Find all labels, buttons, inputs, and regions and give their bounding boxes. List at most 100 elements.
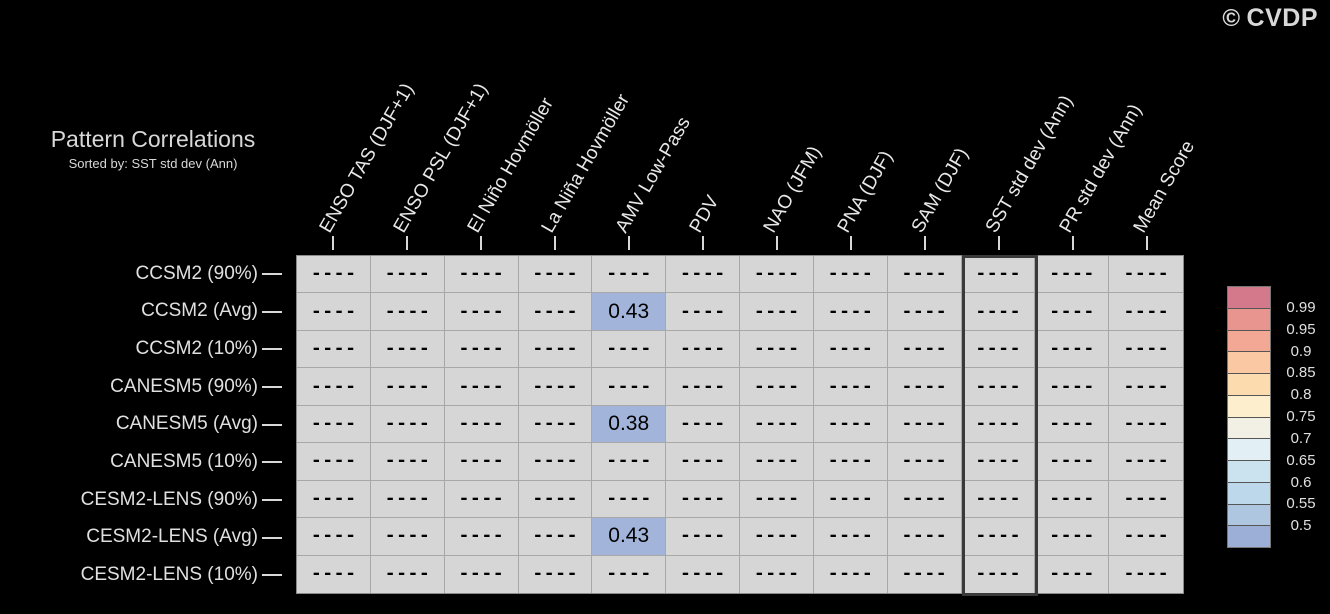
table-cell[interactable]: ---- <box>887 330 962 369</box>
table-cell[interactable]: ---- <box>444 330 519 369</box>
table-cell[interactable]: ---- <box>740 256 814 294</box>
table-cell[interactable]: ---- <box>961 330 1036 369</box>
table-cell[interactable]: ---- <box>518 330 593 369</box>
table-cell[interactable]: ---- <box>740 555 814 593</box>
table-cell[interactable]: ---- <box>1109 256 1183 294</box>
table-cell[interactable]: ---- <box>1109 518 1183 556</box>
table-cell[interactable]: ---- <box>297 555 371 593</box>
table-cell[interactable]: ---- <box>1035 405 1110 444</box>
table-cell[interactable]: ---- <box>887 518 962 556</box>
column-header-6[interactable]: NAO (JFM) <box>759 142 826 237</box>
table-cell[interactable]: ---- <box>297 330 371 369</box>
table-cell[interactable]: ---- <box>887 256 962 294</box>
column-header-10[interactable]: PR std dev (Ann) <box>1055 100 1147 237</box>
table-cell[interactable]: ---- <box>1109 368 1183 406</box>
table-cell[interactable]: ---- <box>370 480 445 519</box>
table-cell[interactable]: ---- <box>370 330 445 369</box>
table-cell[interactable]: ---- <box>961 480 1036 519</box>
table-cell[interactable]: ---- <box>518 293 593 331</box>
table-cell[interactable]: ---- <box>592 256 667 294</box>
row-label-4[interactable]: CANESM5 (Avg) <box>115 413 258 435</box>
table-cell[interactable]: ---- <box>813 330 888 369</box>
table-cell[interactable]: ---- <box>592 480 667 519</box>
table-cell[interactable]: ---- <box>666 368 740 406</box>
table-cell[interactable]: ---- <box>1109 443 1183 481</box>
row-label-7[interactable]: CESM2-LENS (Avg) <box>86 526 258 548</box>
table-cell[interactable]: ---- <box>370 256 445 294</box>
row-label-5[interactable]: CANESM5 (10%) <box>110 451 258 473</box>
table-cell[interactable]: ---- <box>370 368 445 406</box>
table-cell[interactable]: ---- <box>813 518 888 556</box>
table-cell[interactable]: ---- <box>518 368 593 406</box>
table-cell[interactable]: ---- <box>370 555 445 593</box>
table-cell[interactable]: ---- <box>592 330 667 369</box>
table-cell[interactable]: ---- <box>1109 405 1183 444</box>
table-cell[interactable]: ---- <box>370 443 445 481</box>
table-cell[interactable]: ---- <box>444 518 519 556</box>
table-cell[interactable]: ---- <box>1109 480 1183 519</box>
table-cell[interactable]: ---- <box>961 256 1036 294</box>
table-cell[interactable]: ---- <box>1035 480 1110 519</box>
table-cell[interactable]: ---- <box>666 330 740 369</box>
table-cell[interactable]: ---- <box>444 256 519 294</box>
table-cell[interactable]: ---- <box>444 293 519 331</box>
table-cell[interactable]: ---- <box>444 405 519 444</box>
column-header-4[interactable]: AMV Low-Pass <box>611 113 695 237</box>
table-cell[interactable]: ---- <box>1035 443 1110 481</box>
row-label-1[interactable]: CCSM2 (Avg) <box>141 300 258 322</box>
table-cell[interactable]: ---- <box>297 443 371 481</box>
table-cell[interactable]: ---- <box>1035 555 1110 593</box>
table-cell[interactable]: ---- <box>740 405 814 444</box>
table-cell[interactable]: ---- <box>1035 518 1110 556</box>
table-cell[interactable]: ---- <box>887 480 962 519</box>
table-cell[interactable]: ---- <box>444 443 519 481</box>
table-cell[interactable]: ---- <box>740 480 814 519</box>
table-cell[interactable]: ---- <box>592 555 667 593</box>
table-cell[interactable]: 0.43 <box>592 518 667 556</box>
table-cell[interactable]: ---- <box>813 293 888 331</box>
table-cell[interactable]: ---- <box>813 555 888 593</box>
table-cell[interactable]: ---- <box>666 293 740 331</box>
table-cell[interactable]: ---- <box>666 555 740 593</box>
row-label-3[interactable]: CANESM5 (90%) <box>110 375 258 397</box>
table-cell[interactable]: ---- <box>666 405 740 444</box>
table-cell[interactable]: 0.43 <box>592 293 667 331</box>
table-cell[interactable]: ---- <box>518 555 593 593</box>
table-cell[interactable]: ---- <box>813 368 888 406</box>
table-cell[interactable]: ---- <box>297 518 371 556</box>
table-cell[interactable]: ---- <box>592 443 667 481</box>
table-cell[interactable]: 0.38 <box>592 405 667 444</box>
table-cell[interactable]: ---- <box>370 405 445 444</box>
table-cell[interactable]: ---- <box>297 368 371 406</box>
table-cell[interactable]: ---- <box>444 480 519 519</box>
table-cell[interactable]: ---- <box>666 256 740 294</box>
table-cell[interactable]: ---- <box>518 480 593 519</box>
column-header-8[interactable]: SAM (DJF) <box>907 144 973 237</box>
table-cell[interactable]: ---- <box>740 293 814 331</box>
table-cell[interactable]: ---- <box>1035 293 1110 331</box>
table-cell[interactable]: ---- <box>961 555 1036 593</box>
row-label-6[interactable]: CESM2-LENS (90%) <box>80 488 258 510</box>
table-cell[interactable]: ---- <box>518 443 593 481</box>
table-cell[interactable]: ---- <box>297 293 371 331</box>
table-cell[interactable]: ---- <box>887 405 962 444</box>
table-cell[interactable]: ---- <box>444 555 519 593</box>
table-cell[interactable]: ---- <box>592 368 667 406</box>
table-cell[interactable]: ---- <box>1109 293 1183 331</box>
table-cell[interactable]: ---- <box>961 368 1036 406</box>
table-cell[interactable]: ---- <box>1035 256 1110 294</box>
table-cell[interactable]: ---- <box>370 293 445 331</box>
table-cell[interactable]: ---- <box>961 405 1036 444</box>
table-cell[interactable]: ---- <box>740 368 814 406</box>
table-cell[interactable]: ---- <box>1035 330 1110 369</box>
table-cell[interactable]: ---- <box>297 405 371 444</box>
table-cell[interactable]: ---- <box>740 518 814 556</box>
table-cell[interactable]: ---- <box>887 555 962 593</box>
table-cell[interactable]: ---- <box>666 518 740 556</box>
column-header-7[interactable]: PNA (DJF) <box>833 147 898 237</box>
table-cell[interactable]: ---- <box>1109 330 1183 369</box>
table-cell[interactable]: ---- <box>887 443 962 481</box>
table-cell[interactable]: ---- <box>370 518 445 556</box>
table-cell[interactable]: ---- <box>740 443 814 481</box>
table-cell[interactable]: ---- <box>813 443 888 481</box>
